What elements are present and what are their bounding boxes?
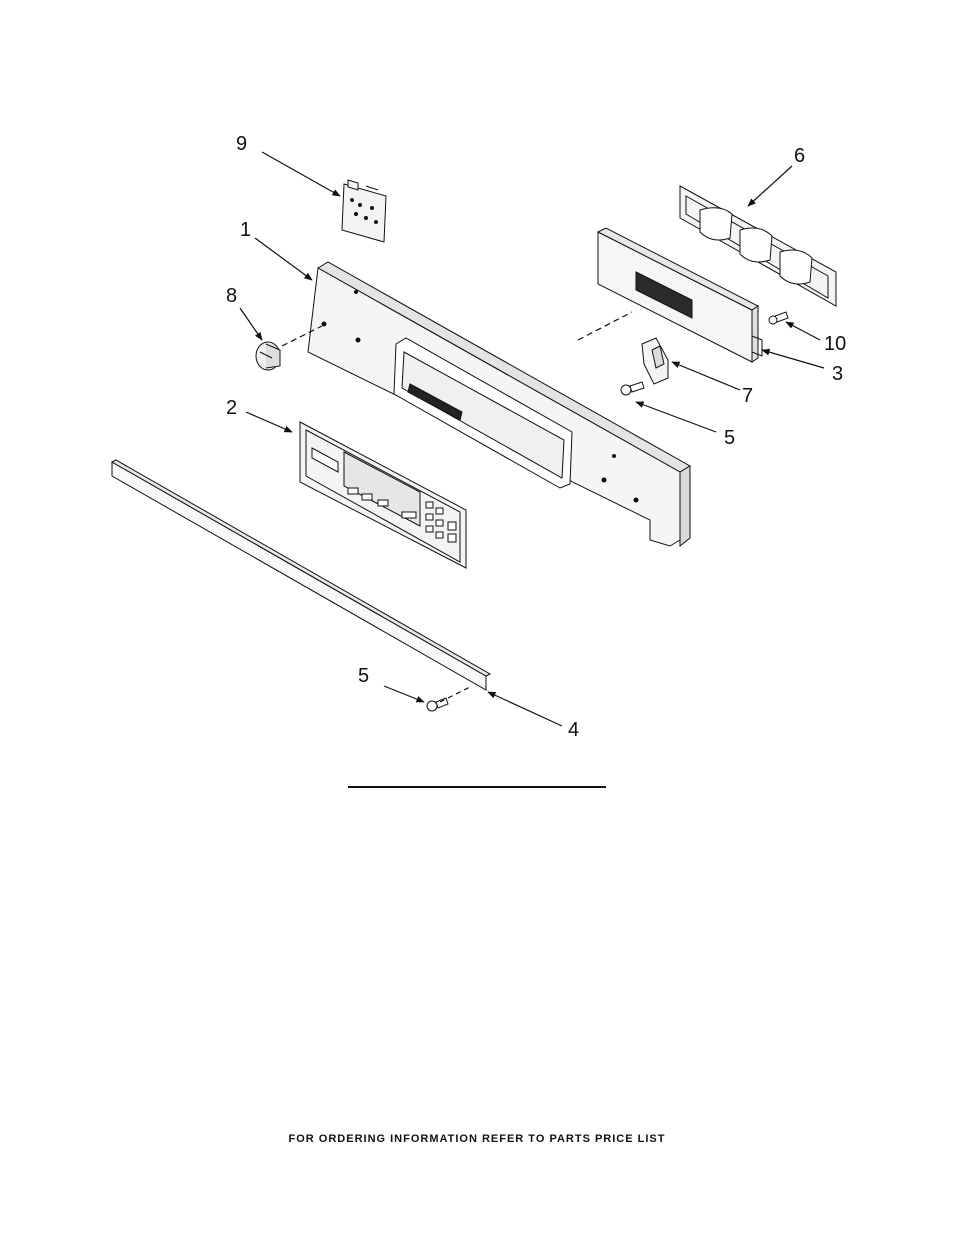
- part-4-trim-strip: [110, 459, 492, 691]
- callout-5-upper: 5: [724, 427, 735, 449]
- callout-5-lower: 5: [358, 665, 369, 687]
- callout-2: 2: [226, 397, 237, 419]
- part-3-display-housing: [596, 227, 763, 363]
- callout-10: 10: [824, 333, 846, 355]
- part-8-knob: [255, 341, 281, 371]
- callout-7: 7: [742, 385, 753, 407]
- callout-8: 8: [226, 285, 237, 307]
- footer-note: FOR ORDERING INFORMATION REFER TO PARTS …: [288, 1133, 666, 1145]
- part-10-screw: [768, 311, 789, 325]
- callout-4: 4: [568, 719, 579, 741]
- callout-1: 1: [240, 219, 251, 241]
- part-2-keypad-overlay: [299, 421, 467, 569]
- part-5-screw-lower: [426, 697, 449, 712]
- part-7-bracket: [641, 337, 669, 385]
- callout-9: 9: [236, 133, 247, 155]
- callout-6: 6: [794, 145, 805, 167]
- section-divider: [348, 786, 606, 788]
- part-6-bracket-frame: [679, 185, 837, 307]
- leader-lines: [239, 151, 825, 727]
- callout-3: 3: [832, 363, 843, 385]
- part-9-control-board: [341, 179, 387, 243]
- part-1-console-panel: [307, 261, 691, 548]
- part-5-screw-upper: [620, 381, 645, 396]
